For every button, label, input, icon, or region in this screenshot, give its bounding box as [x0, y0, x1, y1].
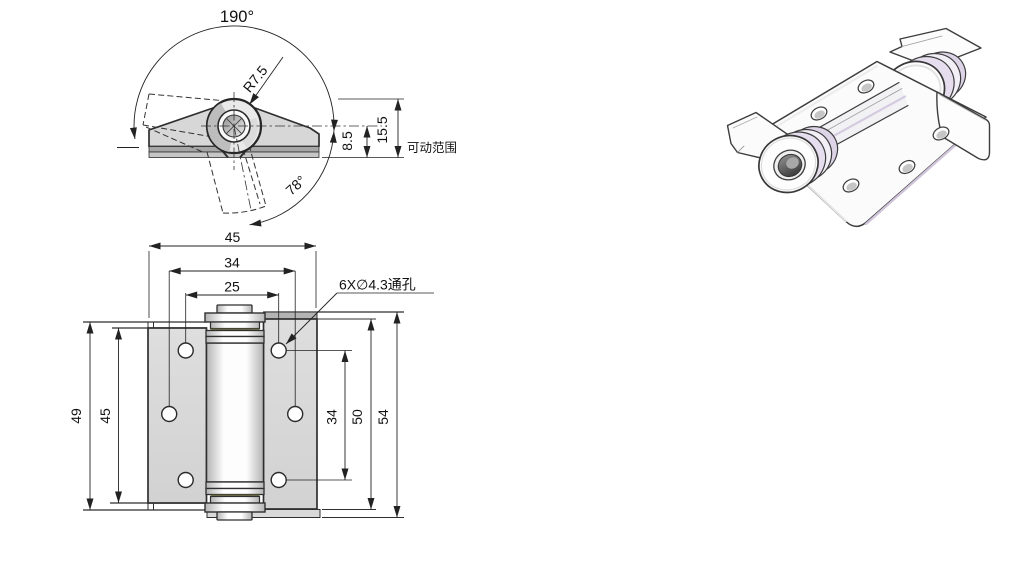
knuckle-height-label: 15.5 — [374, 116, 390, 143]
leaf-inner-label: 45 — [97, 408, 113, 424]
hole-cols-inner-label: 25 — [224, 279, 240, 295]
pivot-height-label: 8.5 — [339, 131, 355, 151]
radius-label: R7.5 — [240, 62, 271, 95]
radius-leader — [249, 56, 284, 105]
arc-190 — [129, 25, 338, 140]
mounting-holes — [160, 342, 304, 489]
leaf-outer-label: 49 — [68, 408, 84, 424]
iso-view — [726, 27, 991, 228]
spring-barrel — [204, 304, 266, 521]
front-view: 45 34 25 6X∅4.3通孔 49 45 34 50 54 — [68, 229, 434, 521]
angle-total-label: 190° — [220, 8, 254, 26]
iso-right-flange — [936, 91, 991, 161]
rear-flange-strip — [263, 311, 318, 320]
top-view: 190° R7.5 78° 8.5 15.5 可动范围 — [117, 8, 457, 227]
plate-inner-label: 50 — [349, 409, 365, 425]
angle-open-label: 78° — [282, 172, 308, 198]
iso-lower-knuckle — [758, 134, 819, 194]
range-note-label: 可动范围 — [407, 141, 457, 155]
width-label: 45 — [225, 229, 241, 245]
arc-78 — [249, 131, 337, 227]
hole-rows-label: 34 — [324, 409, 340, 425]
holes-note-label: 6X∅4.3通孔 — [339, 277, 416, 293]
plate-outer-label: 54 — [375, 409, 391, 425]
hole-cols-outer-label: 34 — [224, 255, 240, 271]
